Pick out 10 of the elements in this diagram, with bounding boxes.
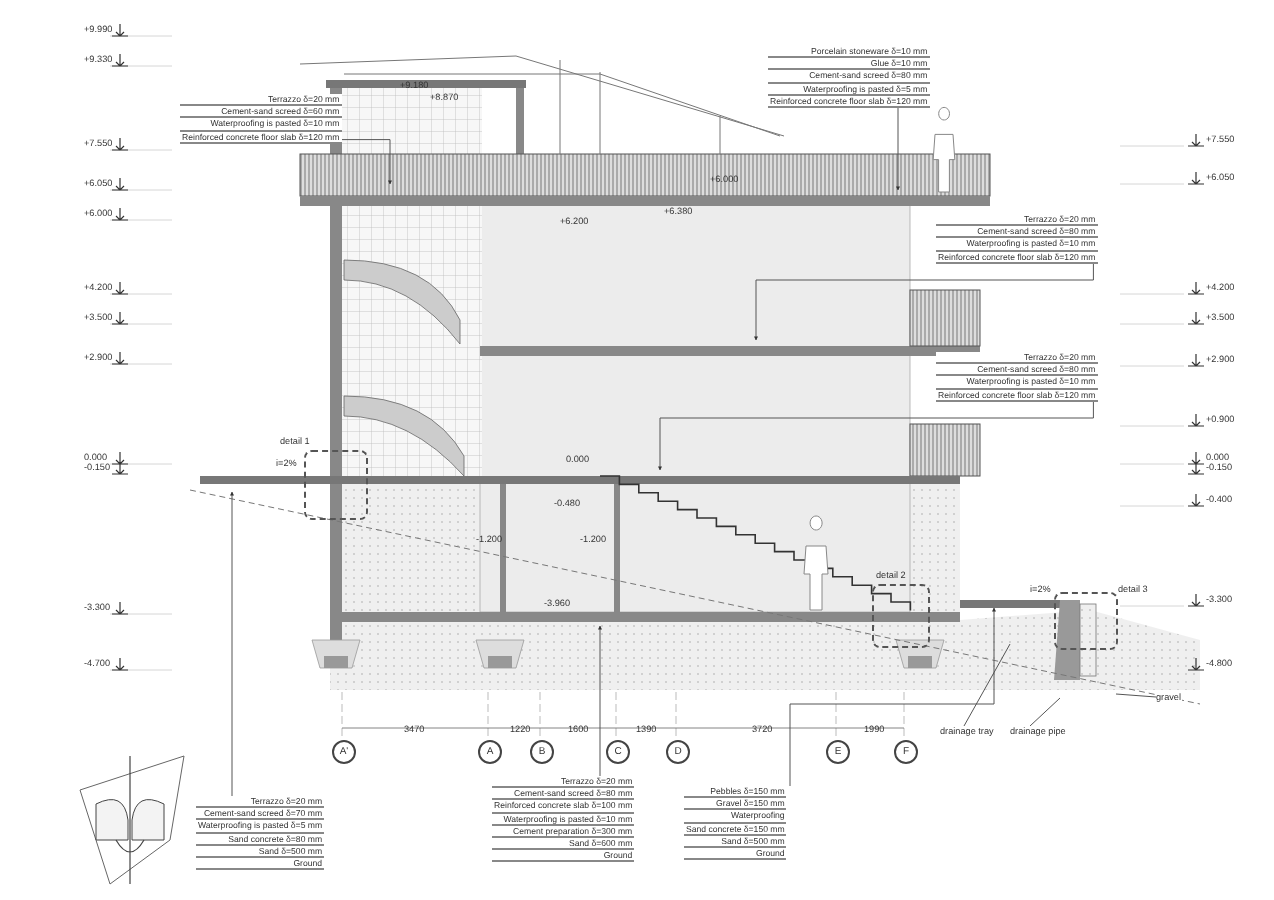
- leader-line: [1115, 693, 1157, 698]
- leader-line: [1029, 697, 1061, 727]
- leader-line: [896, 107, 900, 191]
- leader-line: [598, 625, 602, 777]
- leader-line: [340, 139, 392, 185]
- leader-line: [658, 401, 1094, 471]
- leader-line: [789, 607, 996, 787]
- leader-line: [754, 263, 1094, 341]
- leader-line: [230, 491, 234, 797]
- leader-line: [963, 643, 1011, 727]
